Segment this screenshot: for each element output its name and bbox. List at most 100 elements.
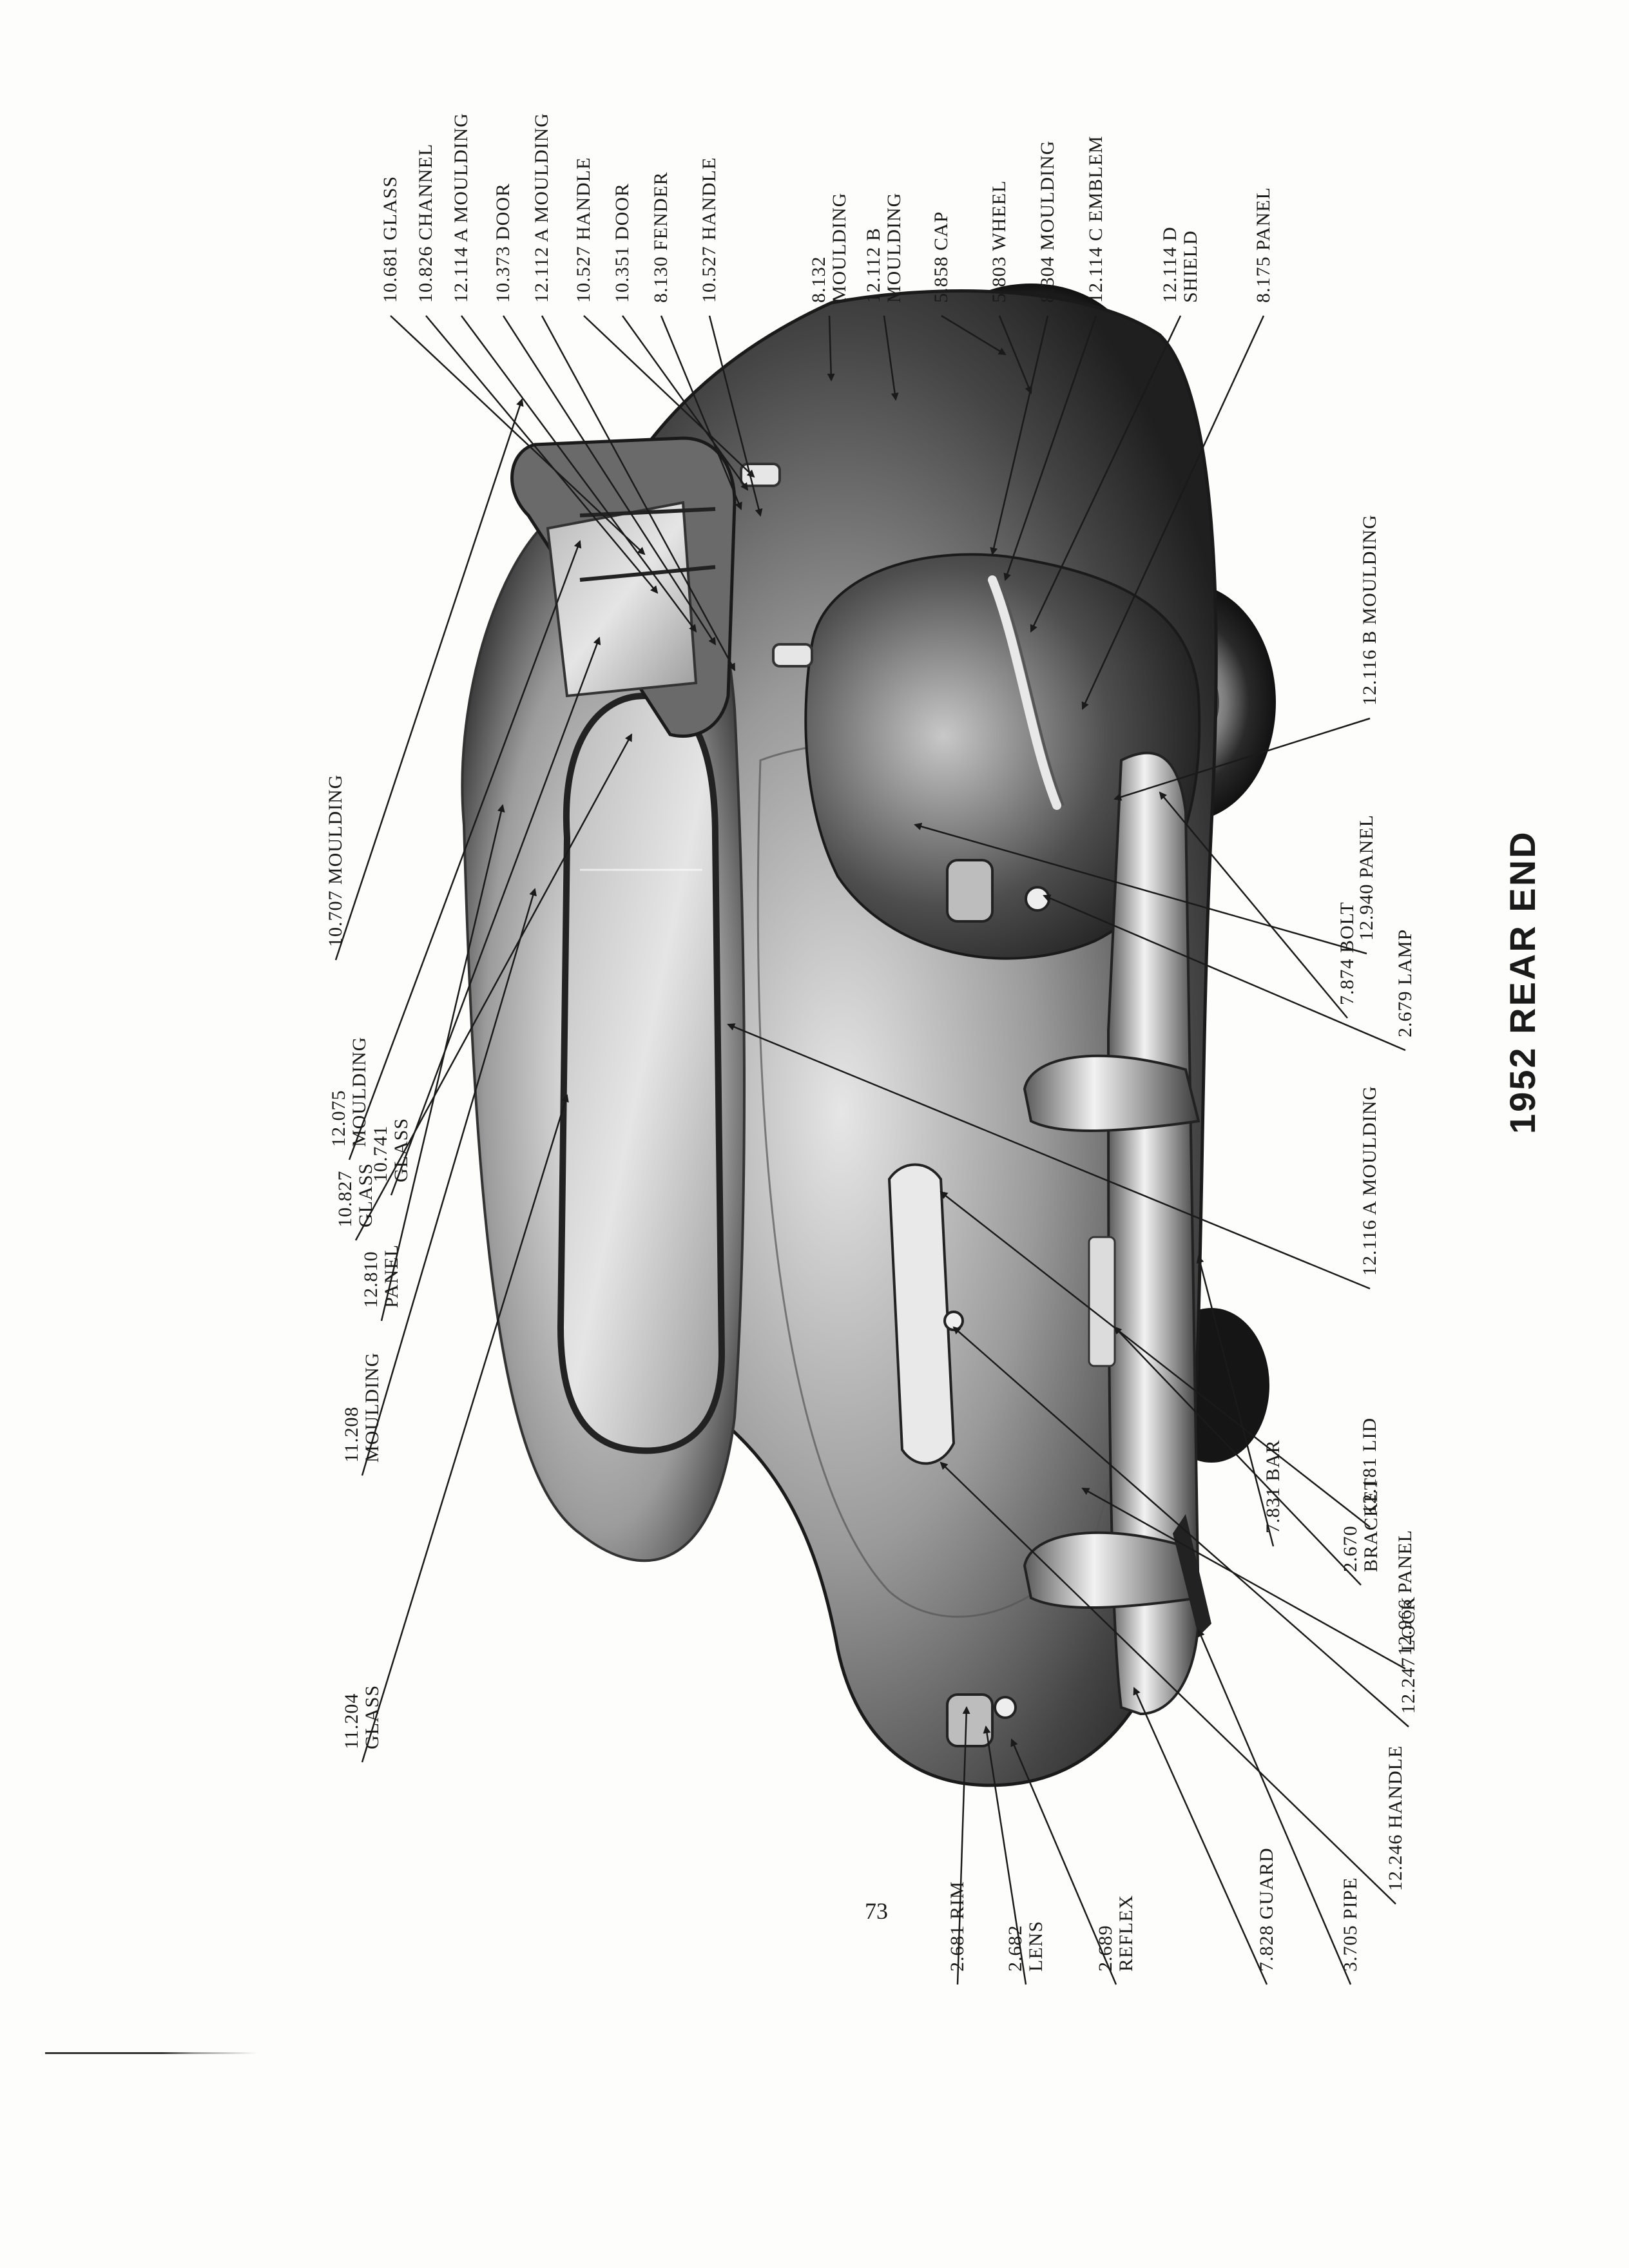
- callout-line: LENS: [1025, 1921, 1046, 1972]
- callout-line: MOULDING: [883, 192, 905, 303]
- door-handle: [740, 463, 813, 668]
- callout-10826-channel: 10.826 CHANNEL: [415, 143, 436, 303]
- callout-line: 3.705 PIPE: [1340, 1877, 1361, 1972]
- rear-bumper: [1023, 751, 1200, 1716]
- callout-line: 11.204: [341, 1693, 362, 1749]
- callout-line: 8.175 PANEL: [1253, 187, 1274, 303]
- leader-c10: [827, 315, 835, 381]
- leader-c7: [621, 315, 749, 491]
- callout-line: MOULDING: [829, 192, 850, 303]
- callout-line: 12.810: [360, 1251, 381, 1309]
- callout-7874-bolt: 7.874 BOLT: [1336, 901, 1358, 1005]
- callout-3705-pipe: 3.705 PIPE: [1340, 1877, 1361, 1972]
- leader-c6: [583, 315, 755, 478]
- leader-c16: [1030, 315, 1182, 633]
- callout-line: 12.246 HANDLE: [1385, 1745, 1406, 1891]
- callout-12116a-moulding: 12.116 A MOULDING: [1359, 1086, 1380, 1276]
- leader-c3: [460, 315, 697, 633]
- callout-line: 12.966 PANEL: [1394, 1530, 1416, 1656]
- callout-line: 2.670: [1340, 1525, 1361, 1573]
- leader-c26: [914, 822, 1367, 955]
- callout-line: 12.112 B: [863, 227, 884, 303]
- leader-c19: [348, 540, 582, 1160]
- callout-12246-handle: 12.246 HANDLE: [1385, 1745, 1406, 1891]
- callout-7831-bar: 7.831 BAR: [1262, 1439, 1284, 1533]
- callout-line: 10.681 GLASS: [380, 175, 401, 303]
- callout-line: 10.527 HANDLE: [699, 157, 720, 303]
- trunk-handle: [887, 1163, 964, 1465]
- callout-line: 8.130 FENDER: [650, 171, 671, 303]
- callout-line: 8.132: [808, 256, 829, 303]
- leader-c14: [990, 315, 1049, 555]
- callout-line: 2.681 RIM: [947, 1881, 968, 1972]
- leader-c37: [983, 1725, 1027, 1985]
- callout-8175-panel: 8.175 PANEL: [1253, 187, 1274, 303]
- leader-c39: [1133, 1687, 1268, 1985]
- leader-c9: [708, 315, 763, 517]
- callout-12116b-moulding: 12.116 B MOULDING: [1359, 514, 1380, 706]
- leader-c35: [940, 1461, 1396, 1905]
- callout-line: GLASS: [355, 1162, 376, 1227]
- callout-10681-glass: 10.681 GLASS: [380, 176, 401, 303]
- roof: [461, 499, 746, 1562]
- leader-lines: [334, 314, 1409, 1985]
- callout-line: 12.075: [328, 1090, 349, 1148]
- leader-c36: [956, 1706, 970, 1985]
- callout-12966-panel: 12.966 PANEL: [1394, 1530, 1416, 1656]
- callout-2679-lamp: 2.679 LAMP: [1394, 929, 1416, 1037]
- leader-c4: [502, 315, 717, 646]
- leader-c24: [361, 1094, 569, 1763]
- callout-line: 10.707 MOULDING: [325, 774, 346, 947]
- leader-c2: [425, 315, 659, 594]
- scan-artifact: [45, 2052, 258, 2054]
- leader-c20: [390, 637, 601, 1196]
- leader-c28: [1043, 894, 1406, 1052]
- callout-line: 12.112 A MOULDING: [531, 112, 552, 303]
- callout-5858-cap: 5.858 CAP: [930, 211, 952, 303]
- callout-line: 10.373 DOOR: [492, 182, 514, 303]
- leader-c32: [1113, 1326, 1362, 1586]
- leader-c31: [1196, 1255, 1275, 1547]
- leader-c8: [660, 315, 742, 510]
- leader-c12: [941, 314, 1007, 356]
- leader-c13: [998, 315, 1032, 394]
- leader-c22: [380, 804, 505, 1321]
- leader-c23: [361, 888, 537, 1476]
- callout-line: PANEL: [381, 1244, 402, 1308]
- leader-c30: [940, 1191, 1371, 1528]
- callout-line: 2.682: [1005, 1925, 1026, 1972]
- callout-line: 12.114 D: [1159, 226, 1181, 303]
- callout-line: 5.803 WHEEL: [988, 180, 1010, 303]
- callout-10373-door: 10.373 DOOR: [492, 182, 514, 303]
- callout-line: 10.527 HANDLE: [573, 157, 594, 303]
- callout-line: 11.208: [341, 1406, 362, 1463]
- page-number: 73: [865, 1898, 888, 1924]
- tail-lamp: [946, 859, 1050, 1747]
- leader-c38: [1010, 1738, 1117, 1985]
- callout-line: 10.826 CHANNEL: [415, 143, 436, 303]
- callout-12114c-emblem: 12.114 C EMBLEM: [1085, 135, 1106, 303]
- callout-8304-moulding: 8.304 MOULDING: [1037, 140, 1058, 303]
- leader-c33: [952, 1326, 1409, 1727]
- callout-5803-wheel: 5.803 WHEEL: [988, 180, 1010, 303]
- leader-c27: [1159, 791, 1348, 1019]
- leader-c18: [334, 398, 524, 961]
- leader-c25: [1113, 717, 1371, 801]
- leader-c15: [1003, 315, 1097, 581]
- leader-c17: [1081, 315, 1265, 710]
- leader-c21: [354, 733, 633, 1241]
- callout-line: 10.827: [334, 1170, 356, 1228]
- callout-2681-rim: 2.681 RIM: [947, 1881, 968, 1972]
- callout-line: GLASS: [390, 1117, 412, 1182]
- leader-c29: [727, 1023, 1371, 1290]
- callout-12112a-moulding: 12.112 A MOULDING: [531, 112, 552, 303]
- callout-7828-guard: 7.828 GUARD: [1256, 1847, 1277, 1972]
